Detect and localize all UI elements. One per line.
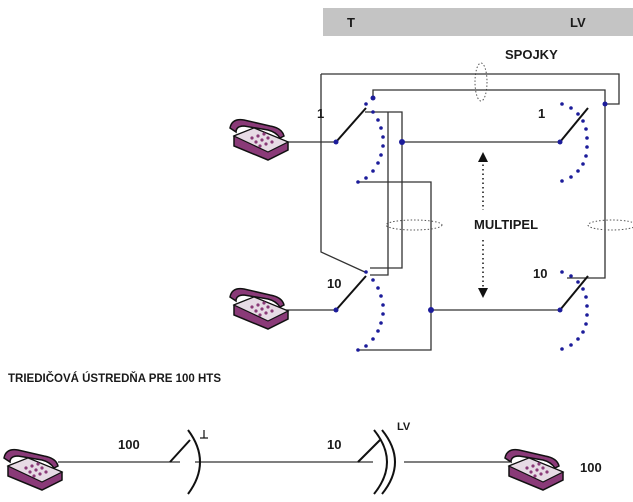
spojky-cable-bundle — [474, 62, 488, 102]
contact-banks — [356, 102, 589, 352]
wiring — [286, 73, 620, 351]
bottom-right-count: 100 — [580, 460, 602, 475]
multipel-label: MULTIPEL — [474, 217, 538, 232]
header-t-label: T — [347, 15, 355, 30]
bottom-left-count: 100 — [118, 437, 140, 452]
header-lv-label: LV — [570, 15, 586, 30]
telephone-icon-top — [229, 118, 289, 161]
multipel-bundle-left — [385, 219, 443, 231]
spojky-label: SPOJKY — [505, 47, 558, 62]
lv-top-index: 1 — [538, 106, 545, 121]
multipel-arrow-down — [478, 288, 488, 298]
t-top-index: 1 — [317, 106, 324, 121]
wipers — [335, 107, 589, 311]
multipel-arrow-up — [478, 152, 488, 162]
junction-dots — [333, 95, 608, 313]
multipel-bundle-right — [587, 219, 633, 231]
telephone-icon-bottom — [229, 287, 289, 330]
bottom-mid-tag: LV — [397, 421, 411, 433]
telephone-icon-bottom-left — [3, 448, 63, 491]
t-bottom-index: 10 — [327, 276, 341, 291]
header-band — [323, 8, 633, 36]
bottom-mid-count: 10 — [327, 437, 341, 452]
diagram-caption: TRIEDIČOVÁ ÚSTREDŇA PRE 100 HTS — [8, 372, 221, 385]
bottom-selectors — [169, 429, 396, 495]
lv-bottom-index: 10 — [533, 266, 547, 281]
telephone-icon-bottom-right — [504, 448, 564, 491]
